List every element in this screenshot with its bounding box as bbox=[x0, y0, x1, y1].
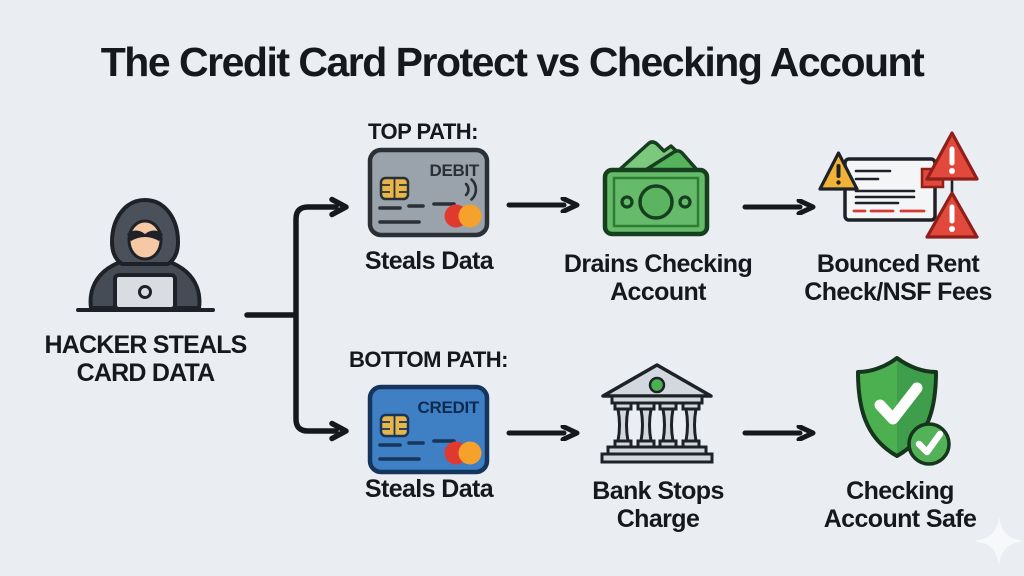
arrow-right-icon bbox=[506, 425, 580, 441]
bounced-check-icon bbox=[818, 131, 979, 239]
bank-icon bbox=[600, 363, 714, 464]
top-step2-caption-line1: Drains Checking bbox=[563, 250, 753, 278]
top-step3-caption-line1: Bounced Rent bbox=[816, 250, 980, 278]
arrow-right-icon bbox=[742, 425, 816, 441]
debit-card-icon: DEBIT bbox=[367, 147, 490, 238]
arrow-right-icon bbox=[506, 197, 580, 213]
bottom-step3-caption-line1: Checking bbox=[846, 477, 954, 505]
bottom-step1-caption: Steals Data bbox=[364, 475, 494, 503]
top-step1-caption: Steals Data bbox=[364, 247, 494, 275]
top-step3-caption-line2: Check/NSF Fees bbox=[804, 278, 992, 306]
credit-card-text: CREDIT bbox=[418, 398, 480, 417]
top-path-label: TOP PATH: bbox=[368, 119, 479, 144]
bottom-step3-caption: Checking Account Safe bbox=[795, 477, 1005, 533]
top-step2-caption: Drains Checking Account bbox=[558, 250, 758, 306]
branch-connector-icon bbox=[244, 196, 349, 442]
top-step3-caption: Bounced Rent Check/NSF Fees bbox=[793, 250, 1003, 306]
top-step2-caption-line2: Account bbox=[610, 278, 706, 306]
bottom-step2-caption-line1: Bank Stops bbox=[592, 477, 724, 505]
bottom-step2-caption: Bank Stops Charge bbox=[558, 477, 758, 533]
hacker-label-line2: CARD DATA bbox=[76, 359, 215, 387]
sparkle-icon bbox=[975, 517, 1023, 565]
bottom-step3-caption-line2: Account Safe bbox=[823, 505, 977, 533]
hacker-label-line1: HACKER STEALS bbox=[44, 331, 247, 359]
cash-icon bbox=[602, 140, 710, 237]
page-title: The Credit Card Protect vs Checking Acco… bbox=[100, 39, 925, 85]
credit-card-icon: CREDIT bbox=[367, 384, 490, 475]
debit-card-text: DEBIT bbox=[429, 161, 479, 180]
hacker-label: HACKER STEALS CARD DATA bbox=[38, 331, 253, 387]
bottom-step2-caption-line2: Charge bbox=[616, 505, 700, 533]
hacker-icon bbox=[76, 198, 215, 312]
bottom-path-label: BOTTOM PATH: bbox=[349, 347, 508, 372]
arrow-right-icon bbox=[742, 199, 816, 215]
shield-check-icon bbox=[856, 356, 951, 466]
